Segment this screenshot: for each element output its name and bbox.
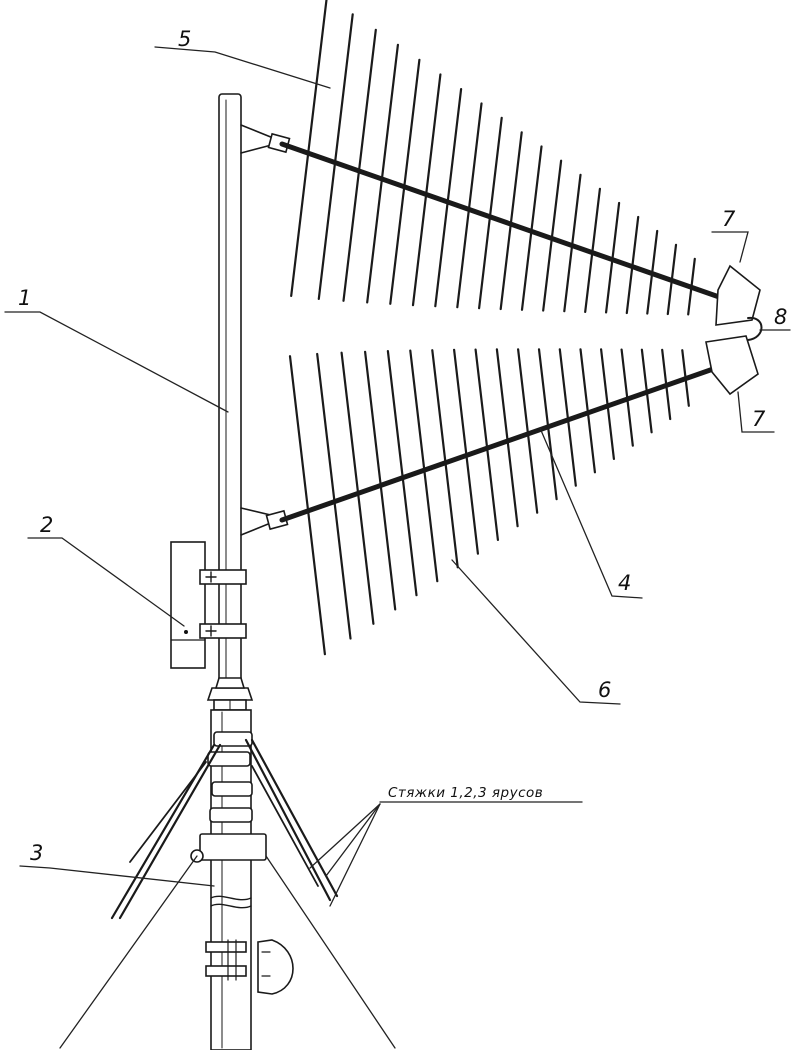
label-4: 4 [618, 571, 631, 595]
lower-dipole-element [386, 350, 418, 597]
upper-dipole-element [584, 187, 602, 313]
upper-dipole-element [542, 159, 563, 312]
upper-dipole-element [456, 102, 483, 309]
lower-dipole-element [340, 351, 375, 625]
label-1: 1 [18, 286, 31, 310]
upper-dipole-element [666, 243, 678, 316]
lower-dipole-element [495, 348, 519, 528]
lower-dipole-element [474, 348, 499, 542]
upper-dipole-element [563, 173, 582, 313]
feed-cable [747, 316, 763, 341]
upper-dipole-element [434, 87, 463, 308]
leader-lines [4, 46, 791, 907]
lower-antenna-elements [288, 348, 690, 656]
lower-log-periodic-antenna [240, 335, 759, 656]
upper-log-periodic-antenna [240, 0, 761, 326]
label-2: 2 [40, 513, 53, 537]
upper-feed-box [715, 264, 761, 326]
upper-dipole-element [389, 58, 421, 305]
upper-dipole-element [366, 43, 399, 304]
upper-dipole-element [342, 28, 377, 302]
lower-dipole-element [620, 348, 634, 447]
mast-flange [206, 677, 254, 711]
telescopic-mast [190, 709, 294, 1050]
lower-dipole-element [364, 350, 397, 611]
upper-dipole-element [317, 13, 354, 300]
tripod-legs [110, 738, 339, 920]
upper-dipole-element [646, 229, 659, 315]
label-7-lower: 7 [752, 407, 766, 431]
upper-dipole-element [625, 215, 640, 315]
lower-dipole-element [316, 352, 352, 640]
upper-dipole-element [520, 145, 543, 311]
label-5: 5 [178, 27, 191, 51]
label-3: 3 [30, 841, 43, 865]
lower-dipole-element [516, 348, 539, 514]
upper-dipole-element [604, 201, 621, 314]
guy-lines [59, 855, 396, 1049]
equipment-box [170, 541, 247, 669]
lower-dipole-element [453, 348, 479, 555]
lower-dipole-element [599, 348, 616, 460]
lower-dipole-element [537, 348, 558, 501]
guy-tie-note: Стяжки 1,2,3 ярусов [388, 785, 543, 801]
lower-dipole-element [288, 355, 326, 656]
lower-dipole-element [579, 348, 597, 474]
lower-dipole-element [409, 349, 439, 583]
lower-feed-box [705, 335, 759, 396]
mast [218, 93, 242, 687]
upper-antenna-elements [290, 0, 696, 316]
upper-dipole-element [290, 0, 328, 297]
upper-dipole-element [499, 131, 523, 311]
lower-dipole-element [431, 349, 459, 569]
upper-dipole-element [687, 257, 696, 316]
lower-dipole-element [661, 348, 672, 421]
lower-dipole-element [640, 348, 653, 434]
upper-dipole-element [411, 73, 442, 307]
upper-dipole-element [478, 116, 503, 310]
label-7-upper: 7 [722, 207, 736, 231]
label-8: 8 [774, 305, 787, 329]
lower-dipole-element [558, 348, 577, 487]
lower-dipole-element [681, 349, 690, 407]
callout-labels: 5 1 2 3 4 6 7 7 8 Стяжки 1,2,3 ярусов [18, 27, 787, 865]
label-6: 6 [598, 678, 611, 702]
